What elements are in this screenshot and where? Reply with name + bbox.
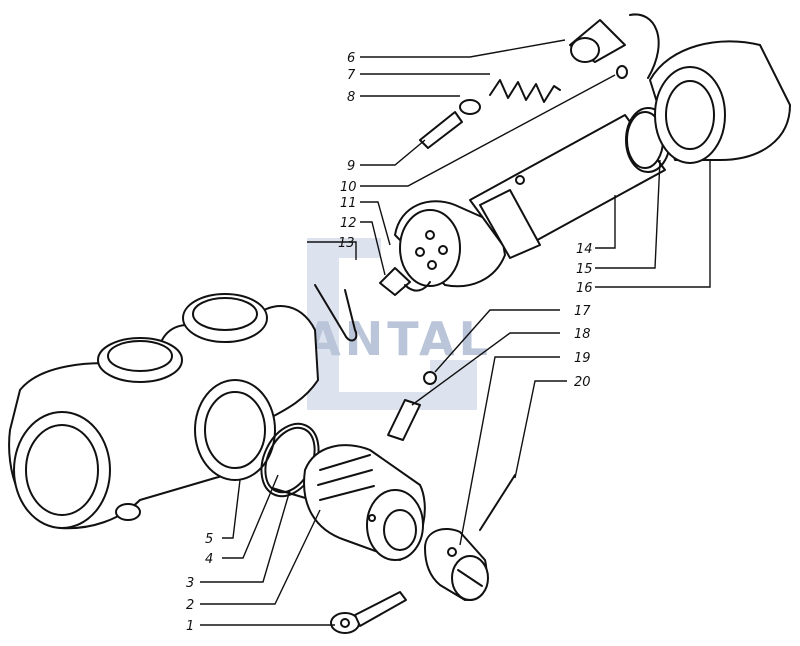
callout-15: 15: [576, 262, 593, 277]
part-20-pin: [479, 474, 516, 531]
part-17-ball: [423, 371, 437, 385]
callout-6: 6: [347, 51, 355, 66]
callout-19: 19: [574, 351, 591, 366]
part-2-plug-body: [271, 444, 426, 561]
part-13-spring-clip: [314, 284, 358, 342]
part-10-plug-screw: [616, 65, 628, 79]
part-6-valve-cap: [569, 19, 626, 63]
part-14-shaft: [469, 111, 666, 259]
callout-14: 14: [576, 242, 593, 257]
callout-20: 20: [574, 375, 591, 390]
part-5-valve-housing: [8, 293, 319, 530]
callout-1: 1: [186, 619, 194, 634]
callout-labels: 1 2 3 4 5 6 7 8 9 10 11 12 13 14 15 16 1…: [186, 51, 593, 634]
part-1-key: [330, 591, 407, 634]
callout-11: 11: [340, 196, 357, 211]
part-16-union-nut: [649, 40, 791, 164]
wire-lead: [629, 13, 660, 79]
leader-lines: [200, 39, 711, 626]
watermark-bar: [307, 392, 477, 410]
callout-9: 9: [347, 159, 355, 174]
part-19-slotted-plug: [424, 528, 489, 601]
part-7-spring: [489, 79, 561, 103]
callout-4: 4: [205, 552, 213, 567]
watermark-bar: [339, 238, 381, 258]
part-12-detent-pin: [379, 267, 431, 296]
callout-5: 5: [205, 532, 213, 547]
callout-7: 7: [347, 68, 356, 83]
callout-2: 2: [186, 598, 194, 613]
callout-8: 8: [347, 90, 355, 105]
callout-12: 12: [340, 216, 357, 231]
part-9-valve-stem: [419, 111, 463, 149]
callout-13: 13: [338, 236, 355, 251]
part-8-washer: [459, 99, 481, 115]
housing-port-thread: [25, 424, 99, 516]
callout-16: 16: [576, 281, 593, 296]
callout-3: 3: [186, 576, 194, 591]
callout-10: 10: [340, 180, 357, 195]
part-11-rotor-head: [394, 200, 506, 288]
callout-18: 18: [574, 327, 591, 342]
callout-17: 17: [574, 304, 591, 319]
